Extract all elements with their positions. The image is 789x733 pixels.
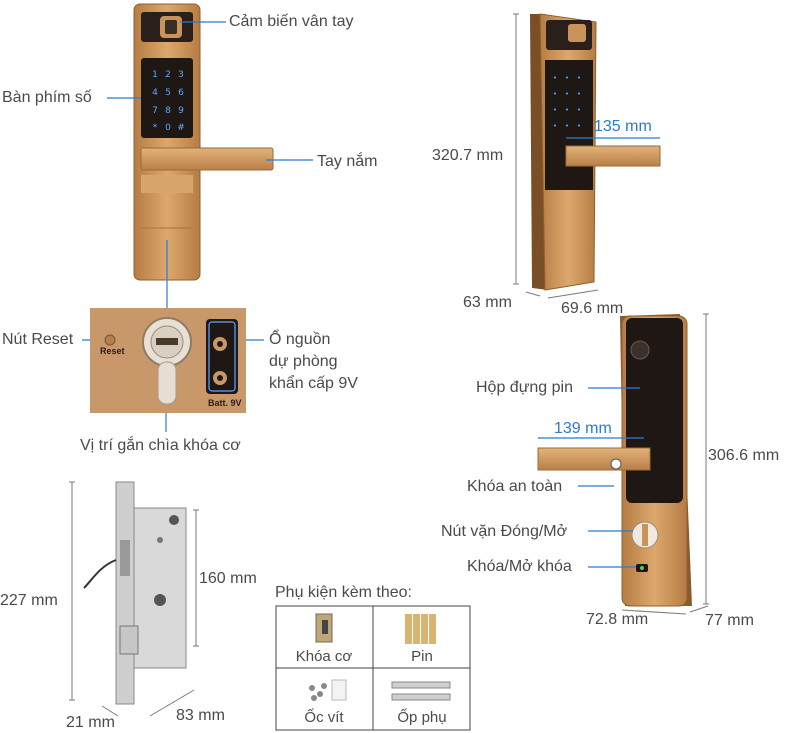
svg-text:0: 0 — [165, 123, 171, 133]
front-leaders — [82, 21, 313, 432]
svg-text:•: • — [565, 122, 569, 130]
svg-text:7: 7 — [152, 106, 158, 116]
battery-engraving: Batt. 9V — [208, 398, 242, 408]
svg-text:4: 4 — [152, 88, 158, 98]
front-lock-body — [133, 3, 274, 281]
fingerprint-sensor-label: Cảm biến vân tay — [229, 13, 354, 30]
handle-label: Tay nắm — [317, 153, 378, 170]
svg-text:9: 9 — [178, 106, 184, 116]
detail-panel — [90, 308, 246, 413]
svg-text:2: 2 — [165, 70, 171, 80]
side-handle-length-label: 135 mm — [594, 118, 652, 135]
accessories-title: Phụ kiện kèm theo: — [275, 584, 412, 601]
svg-text:•: • — [565, 90, 569, 98]
side-dimension-lines — [513, 13, 599, 299]
back-width-label: 72.8 mm — [586, 611, 649, 628]
backup-power-label-line2: dự phòng — [269, 353, 338, 370]
svg-text:•: • — [553, 74, 557, 82]
open-close-knob-label: Nút vặn Đóng/Mở — [441, 523, 568, 540]
accessory-screws: Ốc vít — [304, 709, 344, 726]
svg-text:•: • — [553, 106, 557, 114]
svg-text:•: • — [577, 90, 581, 98]
accessory-images — [309, 613, 451, 701]
mortise-dimension-lines — [69, 481, 199, 717]
battery-box-label: Hộp đựng pin — [476, 379, 573, 396]
svg-text:3: 3 — [178, 70, 184, 80]
svg-text:•: • — [577, 106, 581, 114]
reset-engraving: Reset — [100, 346, 125, 356]
mortise-depth-label: 21 mm — [66, 714, 115, 731]
back-height-label: 306.6 mm — [708, 447, 780, 464]
mortise-width-label: 83 mm — [176, 707, 225, 724]
back-leaders — [538, 387, 644, 568]
back-handle-length-label: 139 mm — [554, 420, 612, 437]
back-depth-label: 77 mm — [705, 612, 754, 629]
mortise-body — [83, 481, 187, 705]
side-keypad-dots: • • • • • • • • • • • • — [553, 74, 581, 130]
svg-text:•: • — [565, 106, 569, 114]
mechanical-key-label: Vị trí gắn chìa khóa cơ — [80, 437, 241, 454]
accessories-table — [275, 605, 471, 731]
accessory-strike-plate: Ốp phụ — [397, 709, 447, 726]
mortise-height-label: 227 mm — [0, 592, 58, 609]
svg-text:5: 5 — [165, 88, 171, 98]
svg-text:•: • — [553, 122, 557, 130]
side-depth-label: 63 mm — [463, 294, 512, 311]
backup-power-label-line1: Ổ nguồn — [269, 331, 331, 348]
svg-text:#: # — [177, 123, 185, 133]
keypad-label: Bàn phím số — [2, 89, 92, 106]
accessory-battery: Pin — [411, 648, 433, 665]
side-height-label: 320.7 mm — [432, 147, 504, 164]
side-width-label: 69.6 mm — [561, 300, 624, 317]
safety-lock-label: Khóa an toàn — [467, 478, 563, 495]
backup-power-label-line3: khẩn cấp 9V — [269, 375, 358, 392]
svg-text:•: • — [553, 90, 557, 98]
svg-text:*: * — [153, 123, 158, 133]
back-dimension-lines — [621, 313, 709, 615]
svg-text:•: • — [577, 122, 581, 130]
mortise-inner-height-label: 160 mm — [199, 570, 257, 587]
svg-text:•: • — [577, 74, 581, 82]
accessory-mechanical-key: Khóa cơ — [295, 648, 353, 665]
lock-unlock-label: Khóa/Mở khóa — [467, 558, 572, 575]
back-lock-body — [537, 314, 692, 607]
side-lock-body — [530, 13, 661, 291]
svg-text:•: • — [565, 74, 569, 82]
svg-text:6: 6 — [178, 88, 184, 98]
reset-button-label: Nút Reset — [2, 331, 74, 348]
svg-text:1: 1 — [152, 70, 158, 80]
svg-text:8: 8 — [165, 106, 171, 116]
